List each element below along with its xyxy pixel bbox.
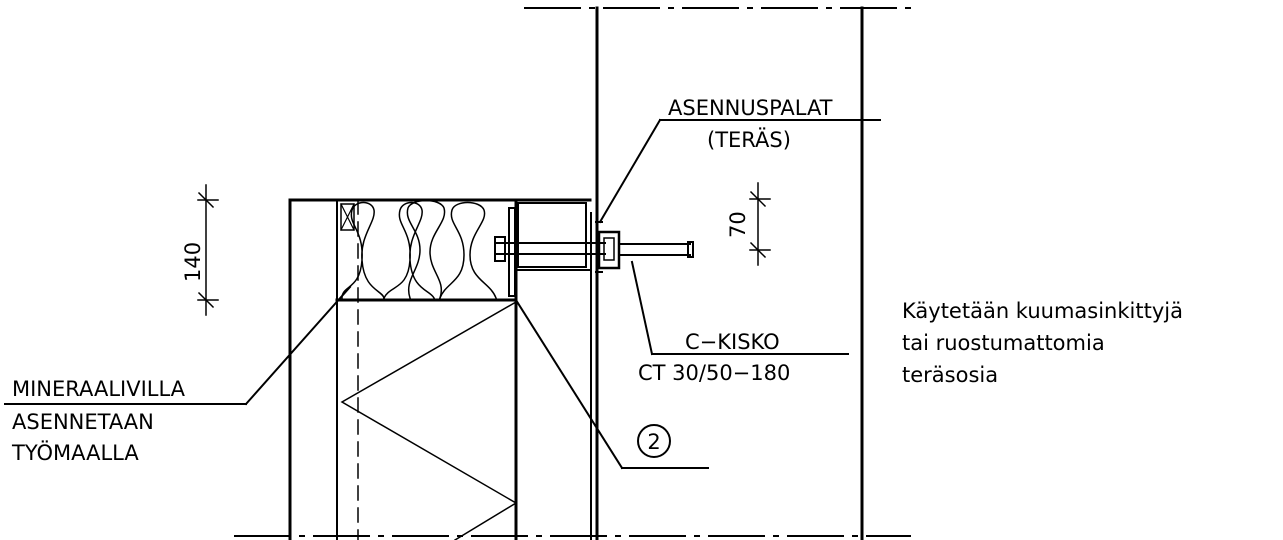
- label-tyomaalla: TYÖMAALLA: [11, 440, 139, 465]
- detail-reference-marker: [637, 424, 671, 458]
- note-line-2: tai ruostumattomia: [902, 331, 1105, 355]
- label-asennetaan: ASENNETAAN: [12, 410, 154, 434]
- label-mineraalivilla: MINERAALIVILLA: [12, 377, 186, 401]
- label-ct-spec: CT 30/50−180: [638, 361, 790, 385]
- leader-detail-2: [514, 298, 709, 470]
- steel-bracket: [508, 202, 591, 297]
- insulation-zigzag: [340, 300, 518, 540]
- dimension-70: [749, 182, 771, 266]
- label-c-kisko: C−KISKO: [685, 330, 780, 354]
- leader-c-kisko: [630, 260, 849, 356]
- label-asennuspalat: ASENNUSPALAT: [668, 96, 833, 120]
- bolt: [494, 236, 606, 262]
- wall-outline: [590, 6, 864, 540]
- note-line-1: Käytetään kuumasinkittyjä: [902, 299, 1183, 323]
- note-line-3: teräsosia: [902, 363, 998, 387]
- leader-asennuspalat: [598, 118, 881, 224]
- dimension-140: [197, 184, 219, 316]
- leader-mineraalivilla: [4, 285, 352, 406]
- insulation-mineral-wool: [341, 199, 497, 300]
- detail-reference-number: 2: [647, 430, 660, 454]
- label-teras: (TERÄS): [707, 127, 791, 152]
- dimension-label-70: 70: [726, 211, 750, 238]
- dimension-label-140: 140: [181, 242, 205, 282]
- c-rail-anchor: [595, 221, 694, 273]
- panel-outline: [288, 198, 592, 540]
